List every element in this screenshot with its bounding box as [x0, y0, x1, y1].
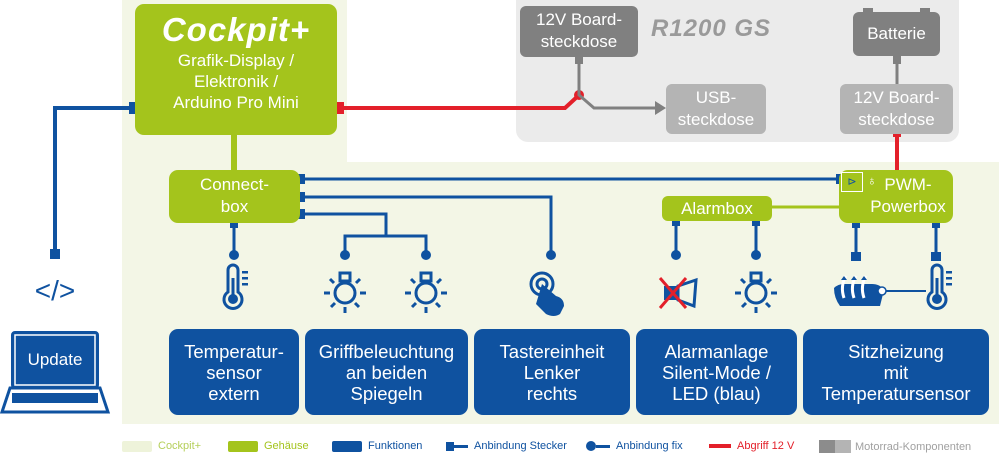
fuse-icon: ♁ [867, 173, 877, 188]
plug-update-bottom [50, 249, 60, 259]
horn-muted-icon [658, 277, 698, 309]
legend-fixed-line [596, 444, 610, 448]
connectbox: Connect- box [169, 170, 300, 223]
legend-label-motorcycle: Motorrad-Komponenten [855, 440, 972, 453]
legend-label-plug: Anbindung Stecker [474, 440, 567, 452]
light-bulb-icon [405, 271, 447, 313]
battery: Batterie [853, 8, 940, 56]
legend-fixed: Anbindung fix [586, 440, 683, 452]
battery-label: Batterie [867, 24, 926, 43]
plug-update-top [129, 102, 138, 114]
function-temperature-sensor: Temperatur- sensor extern [169, 329, 299, 415]
legend-functions: Funktionen [332, 440, 422, 452]
light-bulb-icon [735, 271, 777, 313]
socket-top: 12V Board- steckdose [520, 6, 638, 57]
legend-plug: Anbindung Stecker [446, 440, 567, 452]
laptop-icon [0, 331, 111, 414]
legend-swatch-cockpit [122, 440, 152, 452]
diode-icon: ⊳ [841, 172, 863, 192]
legend-swatch-motorcycle-dark [819, 440, 835, 453]
legend-motorcycle: Motorrad-Komponenten [819, 440, 971, 453]
function-grip-lighting: Griffbeleuchtung an beiden Spiegeln [305, 329, 468, 415]
r1200gs-logo: R1200 GS [651, 15, 772, 42]
legend-label-fixed: Anbindung fix [616, 440, 683, 452]
update-label: Update [27, 350, 83, 369]
pwm-powerbox-label: PWM- Powerbox [870, 175, 946, 216]
thermometer-icon [222, 263, 248, 310]
touch-hand-icon [529, 271, 564, 316]
legend-plug-line [454, 444, 468, 448]
usb-arrow [655, 101, 666, 115]
usb-socket: USB- steckdose [666, 84, 766, 134]
line-socket-to-usb [577, 62, 655, 110]
legend-plug-symbol [446, 441, 454, 451]
battery-terminal-left [863, 8, 873, 12]
legend-cockpit: Cockpit+ [122, 440, 201, 452]
light-bulb-icon [324, 271, 366, 313]
legend-swatch-functions [332, 440, 362, 452]
legend-tap: Abgriff 12 V [709, 440, 794, 452]
function-handlebar-buttons: Tastereinheit Lenker rechts [474, 329, 630, 415]
function-seat-heating: Sitzheizung mit Temperatursensor [803, 329, 989, 415]
seat-heating-icon [834, 275, 926, 306]
legend-label-functions: Funktionen [368, 440, 423, 452]
legend-housing: Gehäuse [228, 440, 309, 452]
legend-tap-line [709, 444, 731, 448]
line-connectbox-lights [302, 212, 388, 236]
cockpit-subtitle: Grafik-Display / Elektronik / Arduino Pr… [173, 51, 299, 112]
plug-12v-cockpit [336, 102, 344, 114]
legend-label-tap: Abgriff 12 V [737, 440, 795, 452]
legend-swatch-housing [228, 440, 258, 452]
line-12v-tap [340, 94, 580, 110]
socket-right: 12V Board- steckdose [840, 84, 953, 134]
function-alarm: Alarmanlage Silent-Mode / LED (blau) [636, 329, 797, 415]
code-icon: </> [34, 275, 76, 306]
legend-label-cockpit: Cockpit+ [158, 440, 202, 452]
battery-terminal-right [920, 8, 930, 12]
line-update [53, 106, 135, 255]
thermometer-icon [926, 263, 952, 310]
legend-label-housing: Gehäuse [264, 440, 309, 452]
cockpit-title: Cockpit+ [161, 11, 311, 48]
cockpit-box: Cockpit+ Grafik-Display / Elektronik / A… [135, 4, 337, 135]
legend-fixed-symbol [586, 441, 596, 451]
alarmbox: Alarmbox [662, 196, 772, 221]
line-connectbox-button [302, 195, 553, 254]
legend-swatch-motorcycle-light [835, 440, 851, 453]
pwm-powerbox: ⊳ ♁ PWM- Powerbox [839, 170, 953, 223]
